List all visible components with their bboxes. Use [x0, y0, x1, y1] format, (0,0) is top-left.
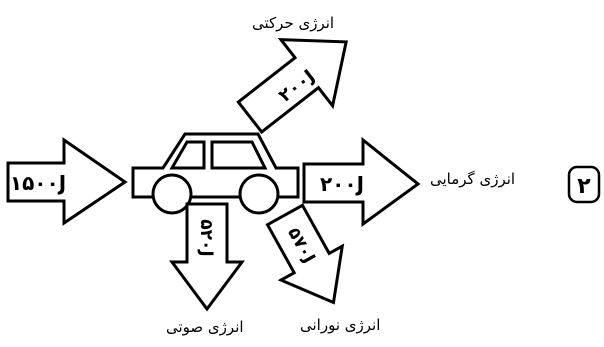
question-number-box — [567, 165, 601, 204]
light-arrow — [265, 203, 345, 305]
kinetic-arrow — [236, 37, 348, 135]
car — [131, 132, 300, 215]
car-window-left — [169, 140, 206, 170]
car-wheel-rear — [238, 173, 280, 215]
light-label: انرژی نورانی — [300, 316, 381, 334]
thermal-value: ۲۰۰J — [320, 172, 364, 196]
car-wheel-front — [151, 173, 193, 215]
sound-label: انرژی صوتی — [166, 318, 244, 336]
question-number: ۲ — [577, 174, 591, 199]
input-value: ۱۵۰۰J — [10, 171, 66, 195]
sound-value: ۵۲۰J — [196, 219, 216, 256]
sound-arrow — [169, 202, 245, 312]
input-arrow — [6, 137, 128, 226]
thermal-arrow — [302, 136, 421, 227]
thermal-label: انرژی گرمایی — [430, 170, 516, 188]
car-window-right — [210, 140, 268, 170]
kinetic-label: انرژی حرکتی — [252, 14, 335, 32]
